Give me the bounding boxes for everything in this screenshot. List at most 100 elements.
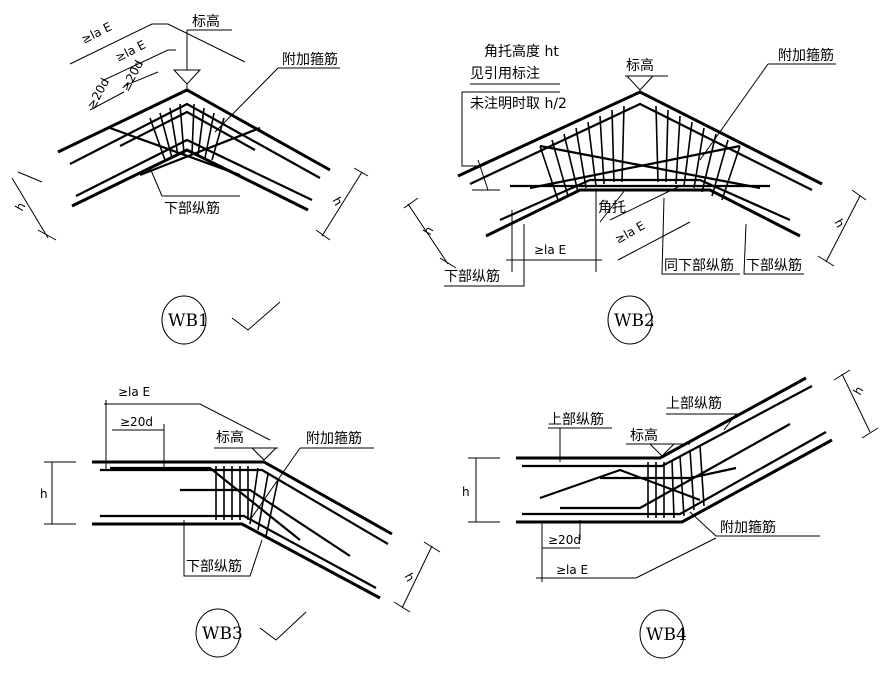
wb3-cross-bar-b [180, 488, 351, 557]
wb2-anchor-label-right: ≥la E [613, 218, 648, 246]
wb2-anchor-label-left: ≥la E [534, 243, 566, 257]
wb3-bottom-bar-leader [183, 520, 263, 577]
wb4-tag-label: WB4 [646, 625, 687, 645]
wb4-elevation-triangle [648, 443, 676, 457]
wb2-bottom-bar-left-leader [444, 224, 525, 287]
wb3-h-label-left: h [40, 487, 48, 501]
wb3-d20-dim [112, 424, 165, 470]
wb3-bottom-bar [100, 514, 377, 589]
wb2-haunch-height-dim [472, 159, 500, 191]
wb2-cross-bar-a [539, 144, 761, 190]
wb1-added-stirrup-label: 附加箍筋 [282, 51, 338, 68]
wb1-d20-dim [89, 71, 159, 111]
wb2-h-dim-left [403, 197, 457, 269]
wb3-added-stirrups [215, 466, 279, 537]
wb1-h-label-right: h [329, 195, 345, 209]
wb3-h-dim-left [44, 461, 76, 525]
wb3-tag-circle [195, 608, 241, 658]
wb4-slab-top-edge [516, 376, 807, 460]
wb2-h-dim-right [817, 189, 867, 267]
wb3-top-bar [100, 468, 389, 545]
wb4-added-stirrups [647, 445, 705, 519]
wb3-check-icon [259, 611, 307, 641]
wb2-bottom-bar [499, 178, 791, 222]
wb3-anchor-dim [104, 400, 271, 470]
wb4-cross-bar-b [600, 466, 737, 480]
wb3-h-dim-right [393, 541, 441, 613]
wb4-top-bar-left-label: 上部纵筋 [548, 411, 604, 428]
wb1-check-icon [231, 301, 281, 331]
wb4-d20-dim [541, 520, 581, 582]
wb4-h-label-left: h [462, 485, 470, 499]
wb1-h-dim-left [11, 171, 57, 241]
wb4-anchor-dim [536, 537, 717, 579]
wb2-elevation-label: 标高 [626, 57, 654, 74]
wb3-anchor-label: ≥la E [118, 385, 150, 399]
wb2-top-bar [469, 102, 813, 191]
wb2-note-line1: 角托高度 ht [484, 43, 559, 60]
wb2-slab-bottom-edge [485, 188, 801, 238]
wb1-slab-bottom-edge [71, 148, 309, 212]
wb1-anchor-label-b: ≥la E [113, 38, 148, 65]
wb1-tag-label: WB1 [168, 311, 209, 331]
wb2-added-stirrups [539, 105, 741, 201]
wb4-added-stirrup-leader [689, 511, 820, 537]
wb4-top-bar-right-label: 上部纵筋 [666, 395, 722, 412]
wb4-tag-circle [639, 609, 685, 659]
wb2-detail: 标高 角托高度 ht 见引用标注 未注明时取 h/2 附加箍筋 角托 ≥la E… [403, 43, 867, 345]
wb1-anchor-dim-inner [103, 49, 176, 81]
wb2-h-label-left: h [420, 224, 436, 238]
wb3-slab-top-edge [92, 460, 393, 536]
wb1-extra-bar [119, 110, 256, 151]
wb2-h-label-right: h [831, 217, 847, 231]
wb2-tag-circle [607, 295, 653, 345]
wb3-detail: ≥la E ≥20d 标高 附加箍筋 下部纵筋 h h WB3 [40, 385, 441, 658]
wb2-same-as-bottom-label: 同下部纵筋 [664, 257, 734, 274]
wb4-cross-bar-a [560, 423, 791, 510]
wb1-d20-label-a: ≥20d [84, 76, 112, 112]
wb1-elevation-triangle [172, 69, 202, 85]
wb3-bottom-bar-label: 下部纵筋 [186, 558, 242, 575]
wb1-detail: 标高 ≥la E ≥la E ≥20d ≥20d 附加箍筋 下部纵筋 h h W… [11, 13, 369, 345]
wb2-haunch-label: 角托 [598, 200, 626, 216]
wb2-anchor-dim-right [609, 185, 691, 261]
wb3-elevation-label: 标高 [216, 429, 244, 446]
wb1-bottom-bar-label: 下部纵筋 [164, 200, 220, 217]
wb1-anchor-label-a: ≥la E [79, 20, 114, 47]
wb4-h-dim-left [468, 457, 500, 523]
wb2-anchor-dim-left [506, 190, 602, 272]
wb2-elevation-triangle [625, 75, 655, 91]
wb4-elevation-label: 标高 [630, 427, 658, 444]
wb4-added-stirrup-label: 附加箍筋 [720, 519, 776, 536]
wb2-bottom-bar-right-leader [743, 223, 804, 275]
wb2-slab-top-edge [457, 90, 823, 186]
wb3-added-stirrup-label: 附加箍筋 [306, 430, 362, 447]
wb2-note-line3: 未注明时取 h/2 [470, 96, 567, 112]
wb1-cross-bar-b [139, 126, 261, 177]
wb1-anchor-dim-outer [69, 23, 246, 65]
wb2-same-as-bottom-leader [661, 197, 740, 275]
wb2-bottom-bar-right-label: 下部纵筋 [746, 257, 802, 274]
wb2-added-stirrup-label: 附加箍筋 [778, 47, 834, 64]
wb2-note-leader [461, 91, 560, 167]
wb3-tag-label: WB3 [202, 624, 243, 644]
wb4-d20-label: ≥20d [548, 533, 581, 547]
wb3-slab-bottom-edge [92, 522, 381, 600]
wb2-tag-label: WB2 [614, 311, 655, 331]
wb2-note-line2: 见引用标注 [470, 66, 540, 82]
wb1-cross-bar-a [109, 126, 241, 177]
wb4-top-bar-right-leader [666, 413, 740, 431]
wb4-h-dim-right [833, 369, 879, 439]
wb4-top-bar [522, 385, 813, 468]
wb3-elevation-triangle [250, 447, 278, 461]
wb1-top-bar [69, 102, 321, 179]
wb1-added-stirrups [149, 103, 225, 161]
wb2-bottom-bar-left-label: 下部纵筋 [444, 268, 500, 285]
wb1-tag-circle [161, 295, 207, 345]
wb1-elevation-label: 标高 [192, 13, 220, 30]
wb4-top-bar-left-leader [548, 427, 612, 462]
wb4-cross-bar-c [539, 468, 701, 502]
wb3-d20-label: ≥20d [120, 415, 153, 429]
